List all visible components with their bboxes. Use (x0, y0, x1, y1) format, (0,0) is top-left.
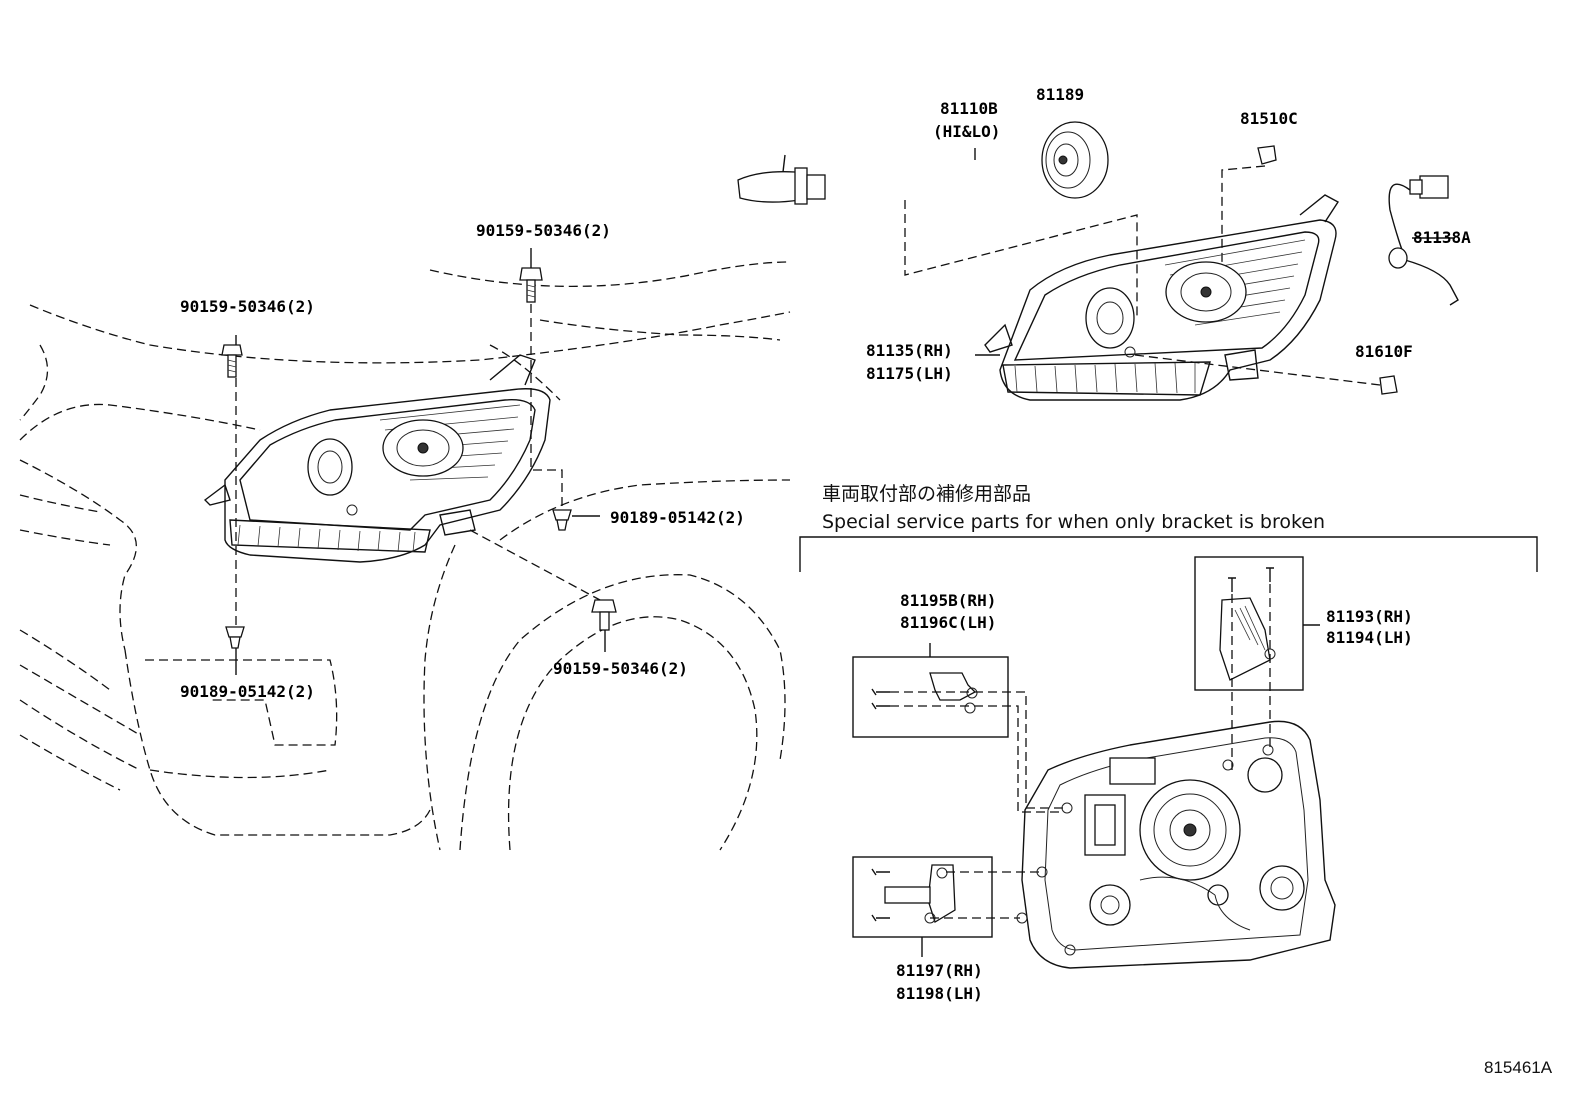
section-title-jp: 車両取付部の補修用部品 (822, 483, 1031, 505)
side-bulb-icon (1379, 375, 1398, 395)
clip-right-label: 90189-05142(2) (610, 508, 745, 527)
bracket1-lh-label: 81196C(LH) (900, 613, 996, 632)
socket-label: 81138A (1413, 228, 1471, 247)
bracket-box-upper-left (852, 656, 1009, 738)
bolt-top-left-label: 90159-50346(2) (180, 297, 315, 316)
car-body-outline (19, 261, 791, 851)
bracket2-lh-label: 81194(LH) (1326, 628, 1413, 647)
side-bulb-label: 81610F (1355, 342, 1413, 361)
bolt-top-left-icon (221, 344, 243, 378)
bolt-bottom-right-label: 90159-50346(2) (553, 659, 688, 678)
cover-label: 81189 (1036, 85, 1084, 104)
headlamp-assembly-icon (984, 194, 1340, 401)
section-title-en: Special service parts for when only brac… (822, 511, 1325, 533)
bulb-type-label: (HI&LO) (933, 122, 1000, 141)
section-bracket-line (799, 536, 1538, 572)
small-bulb-icon (1257, 145, 1277, 165)
clip-bottom-left-icon (225, 626, 245, 649)
diagram-reference-code: 815461A (1484, 1058, 1553, 1077)
headlamp-rear-housing-icon (1016, 720, 1336, 969)
dust-cover-icon (1041, 121, 1109, 199)
bracket3-rh-label: 81197(RH) (896, 961, 983, 980)
bracket-box-lower-left (852, 856, 993, 938)
installed-headlamp (203, 354, 551, 563)
bolt-top-mid-label: 90159-50346(2) (476, 221, 611, 240)
small-bulb-label: 81510C (1240, 109, 1298, 128)
bolt-top-mid-icon (519, 267, 543, 303)
bracket1-rh-label: 81195B(RH) (900, 591, 996, 610)
bolt-bottom-right-icon (591, 599, 617, 631)
socket-wire-icon (1388, 175, 1459, 306)
bulb-number-label: 81110B (940, 99, 998, 118)
bulb-hi-lo-icon (737, 154, 826, 205)
lamp-rh-label: 81135(RH) (866, 341, 953, 360)
bracket2-rh-label: 81193(RH) (1326, 607, 1413, 626)
lamp-lh-label: 81175(LH) (866, 364, 953, 383)
clip-right-icon (552, 509, 572, 531)
bracket-box-upper-right (1194, 556, 1304, 691)
bracket3-lh-label: 81198(LH) (896, 984, 983, 1003)
clip-bottom-left-label: 90189-05142(2) (180, 682, 315, 701)
